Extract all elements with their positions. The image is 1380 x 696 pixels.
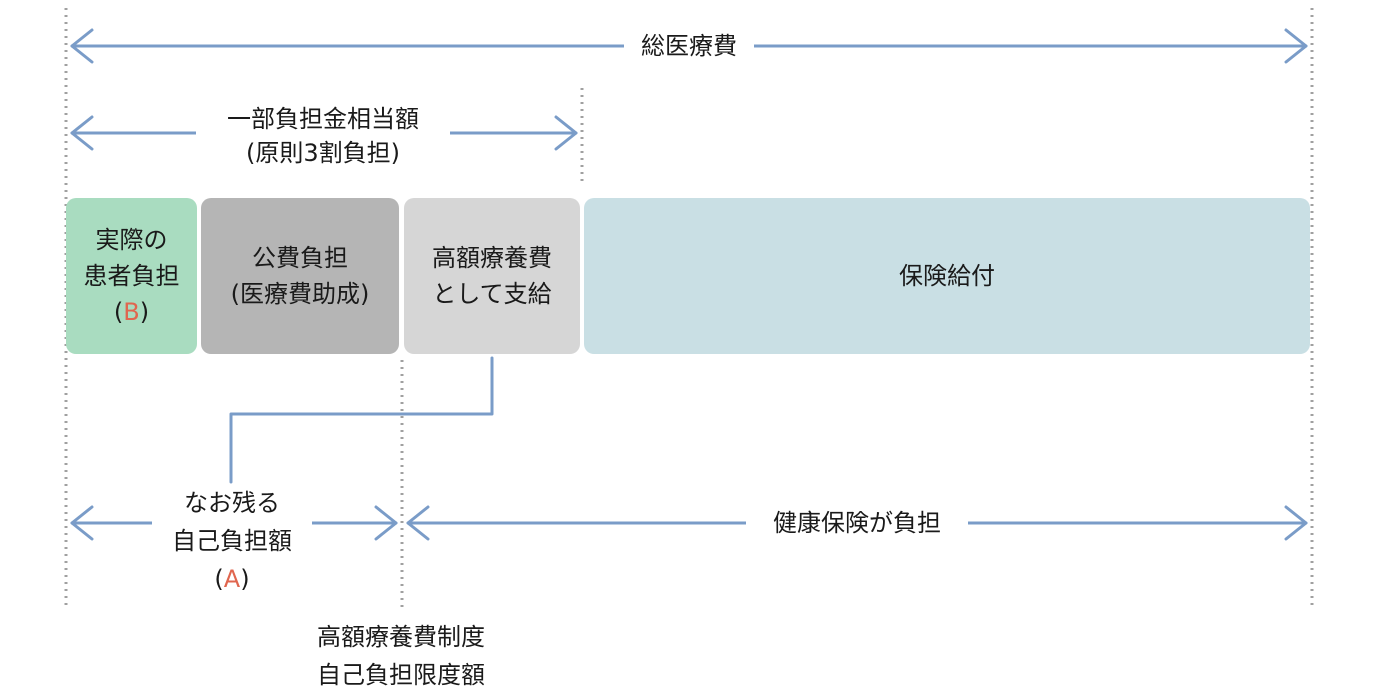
- insurance-benefit-label: 保険給付: [899, 262, 995, 290]
- patient-line1: 実際の: [95, 226, 168, 254]
- total-cost-label: 総医療費: [624, 29, 754, 63]
- remaining-line2: 自己負担額: [172, 527, 292, 555]
- public-burden-box: 公費負担 (医療費助成): [201, 198, 399, 354]
- partial-burden-line1: 一部負担金相当額: [227, 105, 419, 133]
- marker-a: A: [223, 565, 241, 593]
- highcost-line2: として支給: [432, 280, 552, 308]
- patient-burden-box: 実際の 患者負担 (B): [66, 198, 197, 354]
- remaining-self-pay-label: なお残る 自己負担額 (A): [152, 484, 312, 598]
- limit-label: 高額療養費制度 自己負担限度額: [296, 618, 506, 694]
- partial-burden-label: 一部負担金相当額 (原則3割負担): [196, 100, 450, 170]
- limit-line2: 自己負担限度額: [317, 661, 485, 689]
- insurance-bear-label: 健康保険が負担: [746, 506, 968, 540]
- patient-marker-row: (B): [113, 298, 150, 326]
- limit-line1: 高額療養費制度: [317, 623, 485, 651]
- public-line1: 公費負担: [251, 244, 348, 272]
- high-cost-benefit-box: 高額療養費 として支給: [404, 198, 580, 354]
- remaining-line1: なお残る: [184, 489, 280, 517]
- remaining-marker-row: (A): [214, 565, 250, 593]
- highcost-line1: 高額療養費: [432, 244, 552, 272]
- insurance-benefit-box: 保険給付: [584, 198, 1310, 354]
- partial-burden-line2: (原則3割負担): [246, 139, 400, 167]
- patient-line2: 患者負担: [83, 262, 180, 290]
- public-line2: (医療費助成): [230, 280, 370, 308]
- marker-b: B: [123, 298, 140, 326]
- connector-line: [229, 356, 494, 484]
